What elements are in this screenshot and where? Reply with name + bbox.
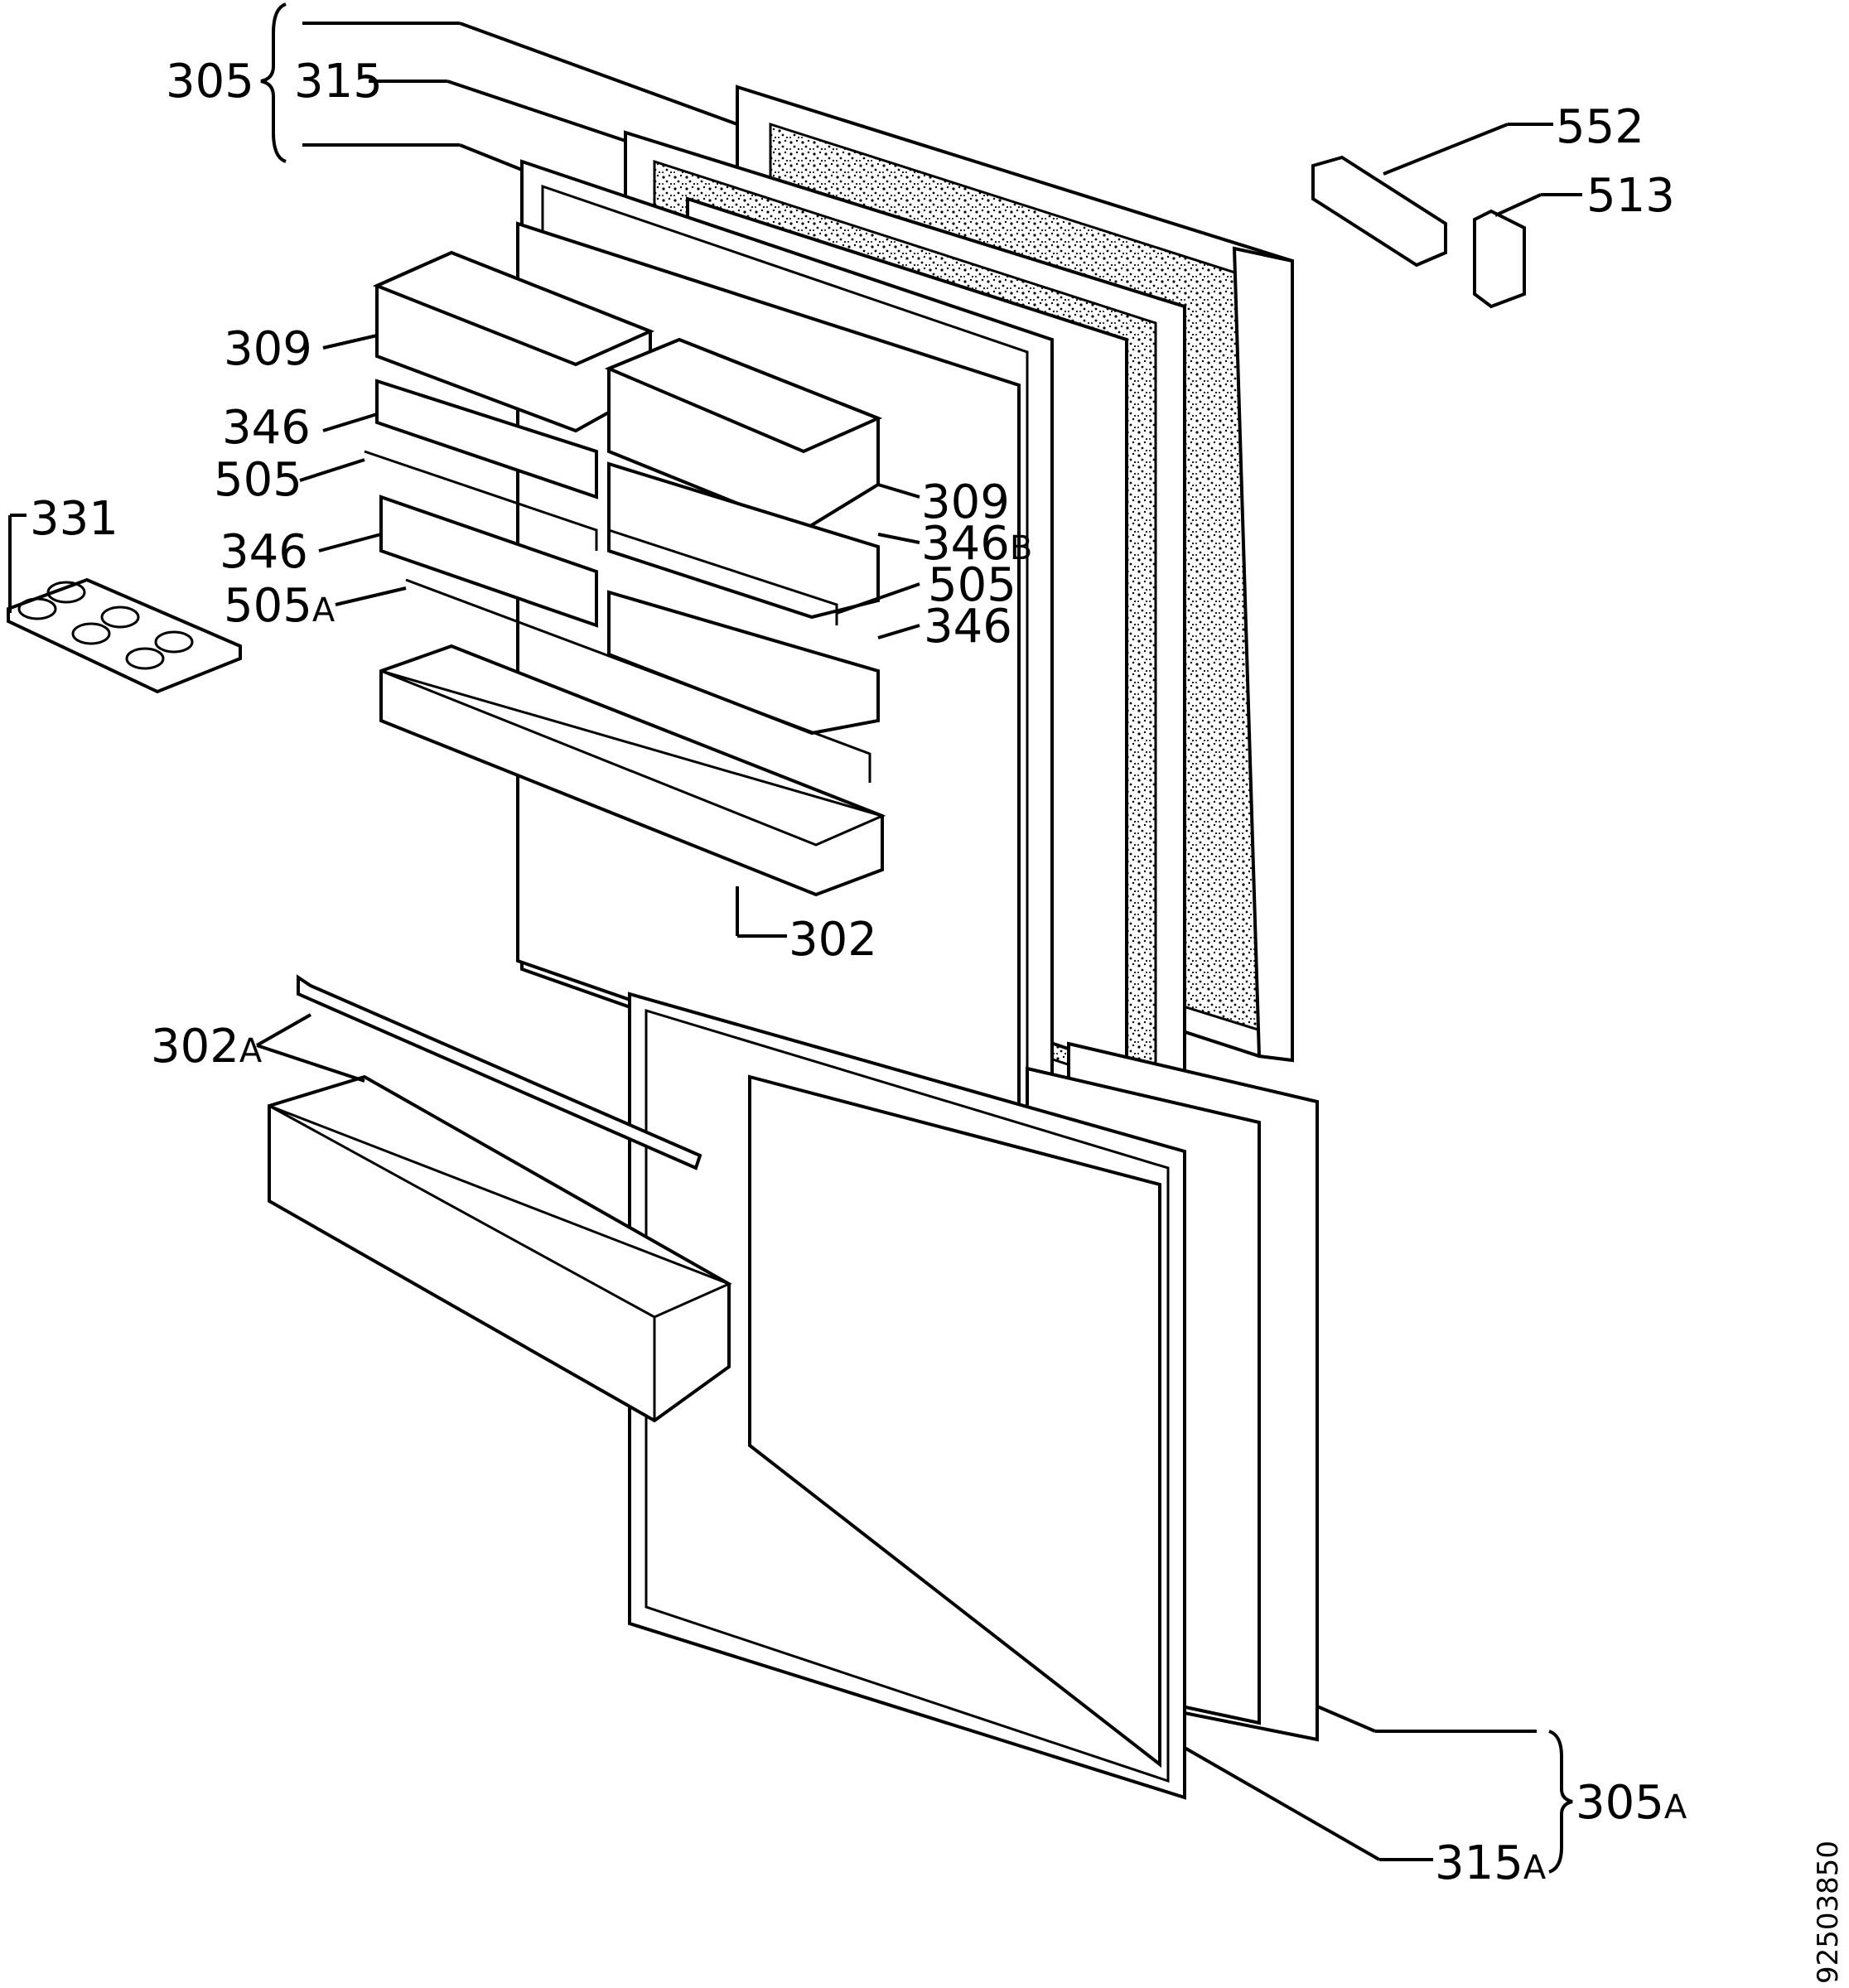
label-302: 302: [789, 913, 877, 967]
lower-door-bin: [268, 1074, 732, 1423]
label-505-left: 505: [214, 453, 302, 507]
hinge-cover-552: [1311, 155, 1447, 268]
label-309-left: 309: [224, 322, 312, 376]
label-305A: 305A: [1576, 1776, 1687, 1830]
label-302A: 302A: [151, 1020, 263, 1074]
label-513: 513: [1586, 169, 1675, 223]
door-shelf-2: [379, 495, 598, 628]
label-305: 305: [166, 55, 254, 109]
egg-tray: [7, 577, 242, 694]
label-315A: 315A: [1435, 1836, 1547, 1890]
door-shelf-346-right: [607, 590, 880, 736]
door-bin-302: [379, 644, 886, 897]
label-346-left-bottom: 346: [220, 525, 308, 579]
label-309-right: 309: [921, 475, 1010, 529]
door-shelf-1: [375, 379, 598, 499]
label-346B: 346B: [921, 517, 1032, 571]
shelf-rail-505-right: [608, 528, 838, 625]
label-505A: 505A: [224, 579, 336, 633]
label-505-right: 505: [928, 558, 1016, 612]
lower-door-rail-302A: [297, 974, 702, 1170]
leader-lines: [8, 2, 1582, 1874]
label-331: 331: [30, 492, 118, 546]
label-315: 315: [294, 55, 383, 109]
label-346-right: 346: [924, 600, 1012, 654]
hinge-513: [1473, 209, 1526, 309]
lower-door-assembly: [628, 992, 1319, 1800]
shelf-rail-505: [364, 450, 598, 551]
label-552: 552: [1556, 100, 1644, 154]
document-number: 92503850: [1812, 1841, 1845, 1984]
label-346-left-top: 346: [222, 401, 311, 455]
shelf-rail-505A: [405, 578, 871, 783]
